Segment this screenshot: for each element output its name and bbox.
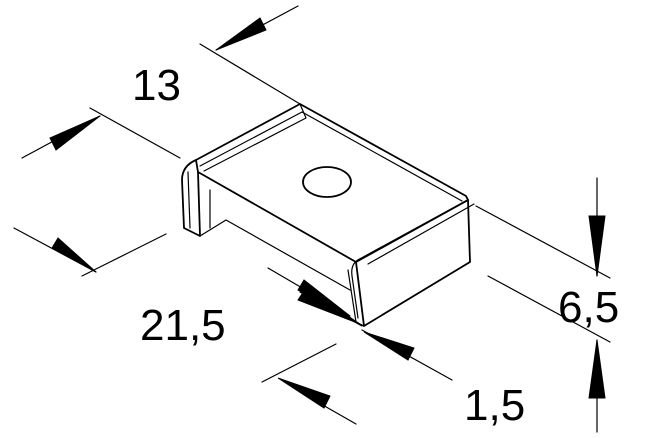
mounting-hole [302, 166, 352, 198]
dimension-width [21, 5, 301, 159]
dimension-label-thickness: 1,5 [464, 381, 525, 430]
part-body [181, 103, 475, 327]
dimension-height [475, 177, 611, 433]
dimension-thickness [261, 287, 453, 425]
dimension-label-width: 13 [132, 61, 181, 110]
dimension-label-height: 6,5 [558, 283, 619, 332]
dimension-label-length: 21,5 [140, 301, 226, 350]
